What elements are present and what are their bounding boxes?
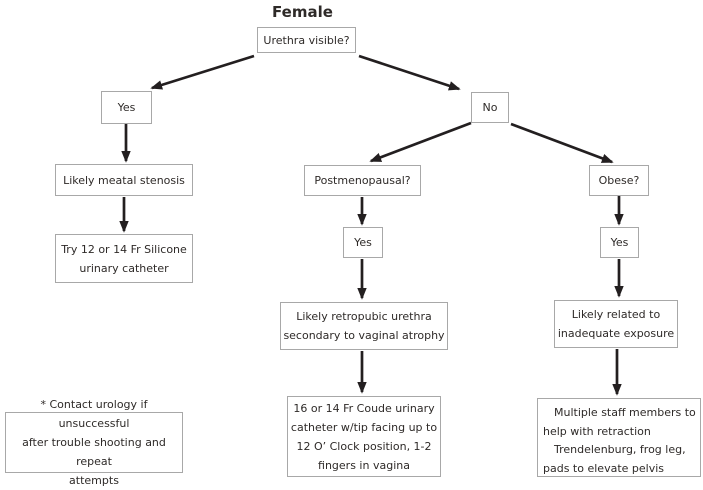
flowchart: Female Urethra visible? Yes No Likely me… (5, 3, 701, 487)
node-coude-catheter: 16 or 14 Fr Coude urinary catheter w/tip… (287, 396, 441, 477)
node-label: Yes (117, 101, 136, 114)
node-label: Yes (354, 236, 372, 249)
node-inadequate-exposure: Likely related to inadequate exposure (554, 300, 678, 348)
node-label: Obese? (598, 174, 640, 187)
node-meatal-stenosis: Likely meatal stenosis (55, 164, 193, 196)
footnote-box: * Contact urology if unsuccessful after … (5, 398, 183, 487)
node-label: Likely meatal stenosis (63, 173, 185, 187)
node-staff-retraction: Multiple staff members to help with retr… (537, 398, 701, 477)
node-yes-right: Yes (600, 227, 639, 258)
node-silicone-catheter: Try 12 or 14 Fr Silicone urinary cathete… (55, 234, 193, 283)
node-postmenopausal: Postmenopausal? (304, 165, 421, 196)
node-retropubic-urethra: Likely retropubic urethra secondary to v… (280, 302, 448, 350)
node-label: 16 or 14 Fr Coude urinary catheter w/tip… (290, 401, 438, 472)
arrow-root-to-no (358, 54, 461, 91)
node-label: Postmenopausal? (314, 174, 411, 187)
diagram-title: Female (272, 3, 333, 21)
arrow-no-to-obese (510, 122, 614, 164)
node-label: No (482, 101, 498, 114)
node-label: Try 12 or 14 Fr Silicone urinary cathete… (61, 242, 187, 275)
arrow-root-to-yes (150, 54, 255, 90)
node-label: Likely related to inadequate exposure (557, 308, 675, 340)
node-label: Yes (610, 236, 629, 249)
node-obese: Obese? (589, 165, 649, 196)
node-label: Multiple staff members to help with retr… (543, 406, 696, 475)
arrow-no-to-postmenopausal (369, 121, 472, 163)
footnote-text: * Contact urology if unsuccessful after … (22, 398, 166, 487)
node-yes-middle: Yes (343, 227, 383, 258)
node-yes-left: Yes (101, 91, 152, 124)
node-no: No (471, 92, 509, 123)
node-label: Urethra visible? (263, 33, 350, 47)
node-urethra-visible: Urethra visible? (257, 27, 356, 53)
node-label: Likely retropubic urethra secondary to v… (283, 310, 445, 342)
